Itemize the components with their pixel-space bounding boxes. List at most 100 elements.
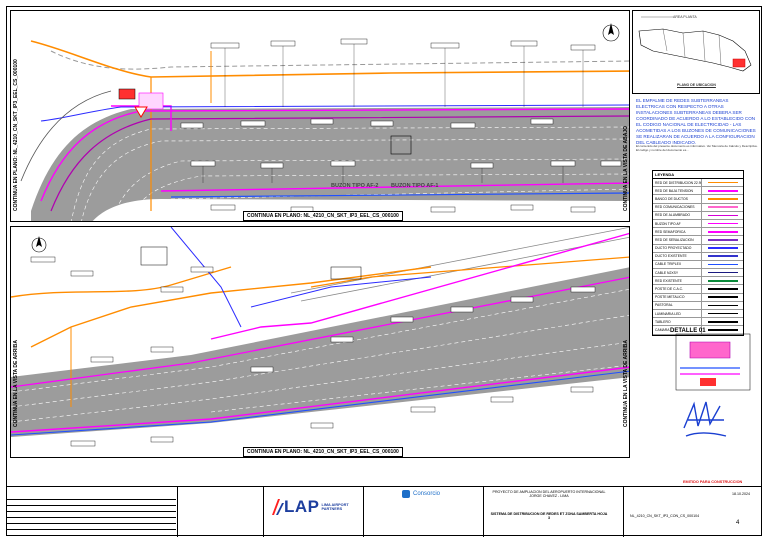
fine-print-cell xyxy=(178,487,264,537)
legend-row: PASTORAL xyxy=(653,301,743,310)
legend-symbol xyxy=(701,211,743,219)
vertical-label-right-bottom: CONTINUA EN LA VISTA DE ARRIBA xyxy=(623,340,629,427)
legend-line xyxy=(707,320,738,323)
legend-row: RED DE DISTRIBUCION 22.9kV xyxy=(653,179,743,188)
sheet-number: 4 xyxy=(736,520,740,526)
legend-row: DUCTO PROYECTADO xyxy=(653,244,743,253)
legend-line xyxy=(707,280,738,282)
vertical-label-left-bottom: CONTINUA EN LA VISTA DE ARRIBA xyxy=(13,340,19,427)
legend-symbol xyxy=(701,260,743,269)
project-cell xyxy=(484,487,624,537)
buzon-label-1: BUZON TIPO AF-2 xyxy=(331,183,379,189)
lap-logo-icon xyxy=(272,499,284,515)
legend-row: RED SEMAFORICA xyxy=(653,228,743,237)
legend-symbol xyxy=(701,252,743,260)
lap-sub-2: PARTNERS xyxy=(321,507,343,511)
legend-symbol xyxy=(701,179,743,187)
legend-row: RED COMUNICACIONES xyxy=(653,203,743,212)
legend-label: RED DE SEÑALIZACION xyxy=(655,237,694,242)
legend-symbol xyxy=(701,293,743,301)
consorcio-cell xyxy=(364,487,484,537)
legend-line xyxy=(707,271,738,274)
legend-label: POSTE METALICO xyxy=(655,295,685,300)
legend-label: CABLE N2XSY xyxy=(655,270,679,275)
issue-date: 18.10.2024 xyxy=(732,492,750,496)
legend-line xyxy=(707,206,738,208)
legend-line xyxy=(707,312,738,315)
vertical-label-left-top: CONTINUA EN PLANO: NL_4210_CN_SKT_IP3_EE… xyxy=(13,59,19,211)
legend-symbol xyxy=(701,326,743,334)
legend-row: CABLE N2XSY xyxy=(653,269,743,278)
continua-label-bottom: CONTINUA EN PLANO: NL_4210_CN_SKT_IP3_EE… xyxy=(243,447,403,457)
signature xyxy=(683,401,727,437)
lap-logo: LAP LIMA AIRPORT PARTNERS xyxy=(270,497,349,517)
status-note: EMITIDO PARA CONSTRUCCION xyxy=(683,480,743,484)
detail-01: DETALLE 01 xyxy=(670,328,756,400)
legend-label: PASTORAL xyxy=(655,303,673,308)
legend-row: BANCO DE DUCTOS xyxy=(653,195,743,204)
legend: LEYENDA RED DE DISTRIBUCION 22.9kV RED DE… xyxy=(652,170,744,336)
legend-row: RED DE SEÑALIZACION xyxy=(653,236,743,245)
side-panel: AREA PLANTA PLANO DE UBICACION EL EMPALM… xyxy=(632,10,760,430)
map-title: PLANO DE UBICACION xyxy=(677,83,716,87)
legend-label: BANCO DE DUCTOS xyxy=(655,196,688,201)
legend-symbol xyxy=(701,318,743,326)
legend-label: RED EXISTENTE xyxy=(655,278,682,283)
lap-sub-1: LIMA AIRPORT xyxy=(321,502,349,507)
legend-symbol xyxy=(701,301,743,309)
legend-label: TABLERO xyxy=(655,319,671,324)
legend-symbol xyxy=(701,269,743,277)
legend-label: DUCTO EXISTENTE xyxy=(655,254,687,259)
consorcio-logo-icon xyxy=(402,490,410,498)
vertical-label-right-top: CONTINUA EN LA VISTA DE ABAJO xyxy=(623,125,629,211)
buzon-label-2: BUZON TIPO AF-1 xyxy=(391,183,439,189)
legend-symbol xyxy=(701,187,743,195)
legend-symbol xyxy=(701,310,743,318)
legend-row: CABLE TRIPLEX xyxy=(653,260,743,270)
detail-title: DETALLE 01 xyxy=(670,328,706,334)
consorcio-logo: Consorcio xyxy=(402,490,440,498)
legend-line xyxy=(707,255,738,258)
consorcio-text: Consorcio xyxy=(413,491,441,497)
legend-label: CAMARA xyxy=(655,327,670,332)
legend-symbol xyxy=(701,236,743,244)
legend-line xyxy=(707,189,738,192)
continua-label-top: CONTINUA EN PLANO: NL_4210_CN_SKT_IP3_EE… xyxy=(243,211,403,221)
plan-view-top: BUZON TIPO AF-2 BUZON TIPO AF-1 CONTINUA… xyxy=(10,10,630,222)
legend-row: LUMINARIA LED xyxy=(653,310,743,319)
legend-row: DUCTO EXISTENTE xyxy=(653,252,743,261)
legend-row: BUZON TIPO AF xyxy=(653,219,743,229)
legend-row: RED EXISTENTE xyxy=(653,277,743,286)
lap-logo-text: LAP xyxy=(284,497,320,516)
legend-title: LEYENDA xyxy=(653,171,743,179)
legend-symbol xyxy=(701,244,743,252)
legend-line xyxy=(707,198,738,200)
drawing-title: SISTEMA DE DISTRIBUCION DE REDES ET ZONA… xyxy=(490,512,608,520)
legend-label: POSTE DE C.A.C. xyxy=(655,287,684,292)
legend-label: RED DE ALUMBRADO xyxy=(655,213,691,218)
legend-line xyxy=(707,230,738,233)
legend-row: POSTE METALICO xyxy=(653,293,743,302)
legend-label: LUMINARIA LED xyxy=(655,311,681,316)
project-title: PROYECTO DE AMPLIACION DEL AEROPUERTO IN… xyxy=(492,490,606,498)
legend-row: RED DE ALUMBRADO xyxy=(653,211,743,220)
legend-line xyxy=(707,296,738,299)
legend-line xyxy=(707,329,738,331)
title-block xyxy=(6,486,762,537)
general-notes: EL EMPALME DE REDES SUBTERRANEAS ELECTRI… xyxy=(636,98,756,145)
legend-label: RED DE DISTRIBUCION 22.9kV xyxy=(655,180,701,185)
location-map: AREA PLANTA PLANO DE UBICACION xyxy=(632,10,760,94)
drawing-number: NL_4210_CN_SKT_IP3_CON_CS_000104 xyxy=(630,514,700,518)
legend-label: RED DE BAJA TENSION xyxy=(655,188,693,193)
legend-label: DUCTO PROYECTADO xyxy=(655,246,692,251)
revision-table xyxy=(6,487,178,537)
plan-view-bottom: CONTINUA EN PLANO: NL_4210_CN_SKT_IP3_EE… xyxy=(10,226,630,458)
legend-line xyxy=(707,263,738,266)
legend-row: POSTE DE C.A.C. xyxy=(653,285,743,294)
legend-symbol xyxy=(701,203,743,211)
legend-label: BUZON TIPO AF xyxy=(655,221,681,226)
legend-symbol xyxy=(701,195,743,203)
legend-line xyxy=(707,304,738,307)
legend-symbol xyxy=(701,277,743,285)
